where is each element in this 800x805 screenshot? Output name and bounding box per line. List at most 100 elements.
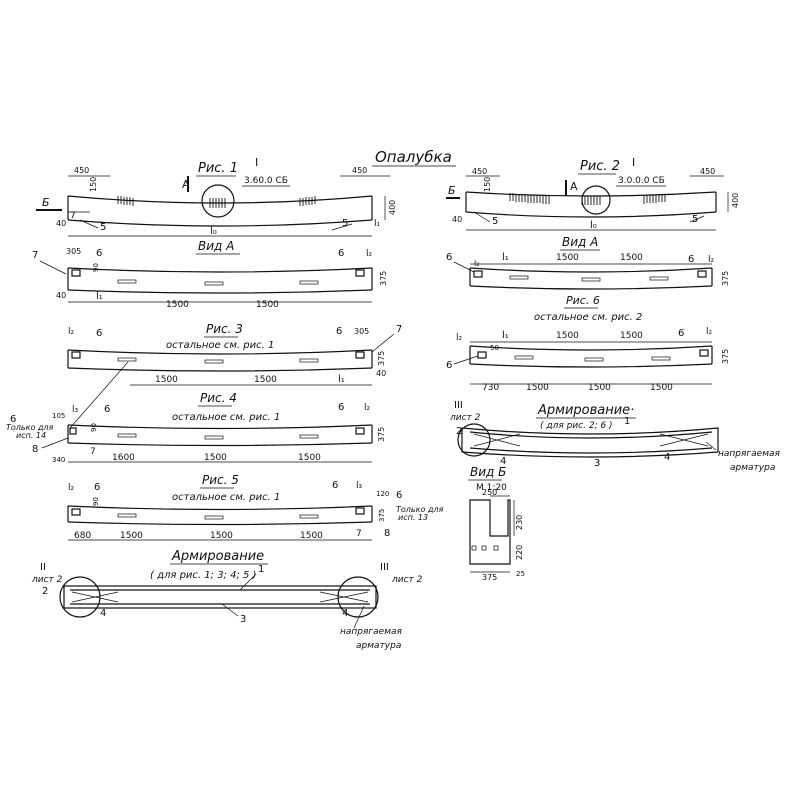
- fig5-plan: Рис. 5 остальное см. рис. 1 l₂ 6 90 6 l₃…: [67, 473, 444, 541]
- rebar-main-tag-4-right: 4: [342, 608, 348, 619]
- viewA-right-title: Вид А: [562, 235, 598, 249]
- viewA-left-dim-1500-b: 1500: [256, 300, 279, 310]
- rebar-right-prestressed-line2: арматура: [730, 463, 775, 473]
- viewA-left-dim-375: 375: [379, 271, 388, 286]
- fig2-mark-I: I: [632, 156, 635, 169]
- viewB-title: Вид Б: [470, 465, 506, 479]
- fig6-dim-l1: l₁: [502, 330, 509, 341]
- fig3-plan: Рис. 3 остальное см. рис. 1 l₂ 6 6 305 7…: [67, 322, 402, 429]
- viewA-left-dim-1500-a: 1500: [166, 300, 189, 310]
- rebar-main-subtitle: ( для рис. 1; 3; 4; 5 ): [150, 570, 256, 581]
- fig3-dim-l1: l₁: [338, 374, 345, 385]
- fig3-dim-1500-a: 1500: [155, 375, 178, 385]
- viewA-right-tag-6-right: 6: [688, 254, 694, 265]
- rebar-main-tag-4-left: 4: [100, 608, 106, 619]
- fig4-dim-105: 105: [52, 412, 65, 420]
- fig6-title: Рис. 6: [566, 294, 600, 307]
- viewA-right-tag-6-left: 6: [446, 252, 452, 263]
- fig6-tag-6-b: 6: [446, 360, 452, 371]
- fig2-elevation: Рис. 2 I 3.0.0.0 СБ А Б: [446, 156, 740, 231]
- fig1-tag-7: 7: [70, 211, 76, 221]
- viewA-right-plan: Вид А 6 l₂ l₁ 1500 1500 6 l₂ 375: [446, 235, 730, 290]
- rebar-right: Армирование· ( для рис. 2; 6 ) III лист …: [449, 400, 780, 473]
- fig2-dim-150: 150: [483, 177, 492, 192]
- viewA-left-plan: Вид А 7 305 6 90 6 l₂ 375 40 l₁ 1500 150…: [32, 239, 388, 310]
- fig6-tag-6: 6: [678, 328, 684, 339]
- viewA-right-dim-1500-b: 1500: [620, 253, 643, 263]
- fig5-only-for-13-line1: Только для: [396, 505, 444, 514]
- fig3-dim-375: 375: [377, 351, 386, 366]
- rebar-right-tag-2: 2: [456, 426, 462, 437]
- fig4-only-for-14-line1: Только для: [6, 423, 54, 432]
- fig6-dim-1500-d: 1500: [588, 383, 611, 393]
- rebar-right-prestressed-line1: напрягаемая: [718, 449, 780, 459]
- fig6-dim-l2-left: l₂: [456, 333, 463, 343]
- fig5-dim-1500-a: 1500: [120, 531, 143, 541]
- rebar-main-II: II: [40, 562, 46, 573]
- viewA-left-tag-6-left: 6: [96, 248, 102, 259]
- fig5-tag-7: 7: [356, 529, 362, 539]
- fig5-dim-1500-b: 1500: [210, 531, 233, 541]
- fig3-tag-6-left: 6: [96, 328, 102, 339]
- viewA-left-dim-l2: l₂: [366, 249, 373, 259]
- fig1-tag-5-right: 5: [342, 218, 348, 229]
- fig4-plan: Рис. 4 остальное см. рис. 1 Только для и…: [6, 391, 386, 464]
- fig5-tag-6-right: 6: [332, 480, 338, 491]
- fig3-dim-1500-b: 1500: [254, 375, 277, 385]
- fig1-tag-5-left: 5: [100, 222, 106, 233]
- rebar-main: Армирование ( для рис. 1; 3; 4; 5 ) II л…: [31, 549, 423, 651]
- viewA-right-dim-375: 375: [721, 271, 730, 286]
- rebar-main-tag-1: 1: [258, 564, 264, 575]
- fig2-title: Рис. 2: [580, 159, 620, 174]
- rebar-main-sheet2-right: лист 2: [391, 575, 423, 585]
- viewA-right-dim-l2-left: l₂: [474, 259, 479, 268]
- viewA-left-dim-l1: l₁: [96, 291, 103, 302]
- fig6-dim-1500-b: 1500: [620, 331, 643, 341]
- fig4-tag-8: 8: [32, 444, 38, 455]
- fig1-mark-I-ref: 3.60.0 СБ: [244, 176, 288, 186]
- rebar-right-sheet2: лист 2: [449, 413, 481, 423]
- fig3-dim-l2: l₂: [68, 327, 75, 337]
- fig6-dim-l2-right: l₂: [706, 327, 713, 337]
- fig1-view-B: Б: [42, 196, 50, 209]
- fig5-tag-8: 8: [384, 528, 390, 539]
- fig2-view-A: А: [570, 180, 578, 193]
- viewA-right-dim-l1: l₁: [502, 252, 509, 263]
- fig4-dim-1500-b: 1500: [298, 453, 321, 463]
- fig4-dim-1600: 1600: [112, 453, 135, 463]
- fig4-dim-1500-a: 1500: [204, 453, 227, 463]
- fig2-tag-5-right: 5: [692, 214, 698, 225]
- fig4-note: остальное см. рис. 1: [172, 412, 280, 423]
- rebar-right-tag-4-left: 4: [500, 456, 506, 467]
- fig5-dim-680: 680: [74, 531, 91, 541]
- viewA-right-dim-l2-right: l₂: [708, 255, 715, 265]
- rebar-right-tag-1: 1: [624, 416, 630, 427]
- fig2-dim-400: 400: [731, 193, 740, 208]
- rebar-right-title: Армирование·: [537, 403, 634, 418]
- fig4-tag-6-left: 6: [10, 414, 16, 425]
- fig5-dim-90: 90: [92, 497, 100, 506]
- formwork-title: Опалубка: [375, 148, 452, 166]
- fig6-dim-375: 375: [721, 349, 730, 364]
- fig5-dim-375: 375: [378, 509, 386, 522]
- viewB-dim-250: 250: [482, 488, 497, 497]
- fig5-dim-l2: l₂: [68, 483, 75, 493]
- fig6-plan: Рис. 6 остальное см. рис. 2 l₂ l₁ 1500 1…: [446, 294, 730, 393]
- fig1-dim-150: 150: [89, 177, 98, 192]
- fig3-title: Рис. 3: [206, 322, 243, 336]
- fig4-title: Рис. 4: [200, 391, 237, 405]
- fig6-dim-1500-e: 1500: [650, 383, 673, 393]
- fig5-note: остальное см. рис. 1: [172, 492, 280, 503]
- rebar-right-subtitle: ( для рис. 2; 6 ): [540, 421, 613, 431]
- fig4-only-for-14-line2: исп. 14: [16, 431, 46, 440]
- fig6-dim-50: 50: [490, 344, 499, 352]
- fig6-dim-1500-a: 1500: [556, 331, 579, 341]
- fig1-dim-400: 400: [388, 200, 397, 215]
- viewA-left-dim-90: 90: [92, 263, 100, 272]
- fig5-tag-6-left: 6: [94, 482, 100, 493]
- viewB-dim-25: 25: [516, 570, 525, 578]
- fig4-dim-l3: l₃: [72, 405, 79, 415]
- rebar-right-tag-4-right: 4: [664, 452, 670, 463]
- fig2-dim-l0: l₀: [590, 220, 597, 231]
